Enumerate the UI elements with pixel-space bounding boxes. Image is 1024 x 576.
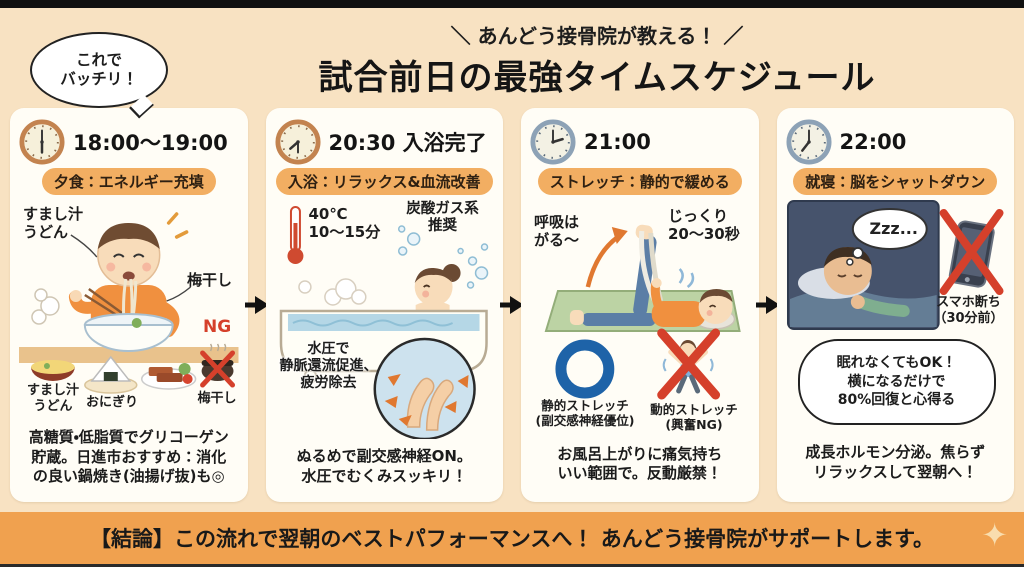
label-breathing: 呼吸は がる〜 [534, 213, 580, 249]
panel-sleep: 22:00 就寝：脳をシャットダウン [776, 108, 1014, 502]
panel-caption: ぬるめで副交感神経ON。 水圧でむくみスッキリ！ [296, 447, 472, 485]
label-ng: NG [203, 317, 232, 337]
step-arrow [755, 108, 780, 502]
label-soup-udon: すまし汁 うどん [23, 205, 84, 241]
header-tagline: ＼ あんどう接骨院が教える！ ／ [450, 24, 744, 48]
boy-sleeping-drawing [786, 200, 1004, 330]
bath-illustration: 40℃ 10〜15分 炭酸ガス系 推奨 水圧で 静脈還流促進、 疲労除去 [275, 199, 495, 439]
label-umeboshi: 梅干し [187, 271, 233, 289]
panel-badge: ストレッチ：静的で緩める [537, 168, 742, 195]
page-title: 試合前日の最強タイムスケジュール [318, 58, 876, 98]
label-no-smartphone: スマホ断ち （30分前） [933, 295, 1004, 326]
breathe-arrow-icon [585, 235, 620, 288]
panel-caption: お風呂上がりに痛気持ち いい範囲で。反動厳禁！ [557, 444, 723, 483]
panel-caption: 成長ホルモン分泌。焦らず リラックスして翌朝へ！ [805, 443, 986, 481]
label-dynamic-stretch: 動的ストレッチ (興奮NG) [650, 402, 738, 432]
panel-caption: 高糖質・低脂質でグリコーゲン 貯蔵。日進市おすすめ：消化 の良い鍋焼き(油揚げ抜… [28, 428, 229, 486]
arrow-right-icon [755, 296, 780, 314]
food-label-umeboshi: 梅干し [197, 391, 237, 406]
panel-badge: 就寝：脳をシャットダウン [793, 168, 998, 195]
footer-banner: 【結論】この流れで翌朝のベストパフォーマンスへ！ あんどう接骨院がサポートします… [0, 512, 1024, 564]
letterbox-bottom [0, 564, 1024, 567]
label-temperature: 40℃ 10〜15分 [308, 205, 381, 241]
stretch-illustration: 呼吸は がる〜 じっくり 20〜30秒 静的ストレッチ (副交感神経優位) 動的… [530, 199, 750, 434]
boy-eating-noodles-drawing [19, 212, 239, 394]
food-label-onigiri: おにぎり [85, 395, 138, 410]
woman-in-bathtub-drawing [279, 206, 488, 439]
label-carbonate: 炭酸ガス系 推奨 [406, 201, 479, 235]
panel-bath-time-row: 20:30 入浴完了 [274, 116, 495, 168]
person-stretching-drawing [544, 224, 741, 400]
dinner-illustration: すまし汁 うどん 梅干し NG すまし汁 うどん おにぎり 梅干し [19, 199, 239, 421]
panel-time: 18:00〜19:00 [73, 131, 228, 155]
arrow-right-icon [500, 296, 524, 314]
ng-cross-icon [657, 328, 721, 400]
infographic: これで バッチリ！ ＼ あんどう接骨院が教える！ ／ 試合前日の最強タイムスケジ… [0, 8, 1024, 564]
food-label-soup-udon: すまし汁 うどん [26, 383, 79, 414]
letterbox-top [0, 0, 1024, 8]
label-water-pressure: 水圧で 静脈還流促進、 疲労除去 [279, 341, 378, 391]
label-zzz: Zzz... [869, 219, 918, 238]
panel-time: 21:00 [584, 130, 651, 154]
arrow-right-icon [244, 296, 269, 314]
sleep-illustration: Zzz... スマホ断ち （30分前） 眠れなくてもOK！ 横になるだけで 80… [786, 199, 1006, 431]
clock-icon [19, 119, 65, 165]
panel-time: 22:00 [839, 130, 907, 154]
label-static-stretch: 静的ストレッチ (副交感神経優位) [535, 398, 635, 428]
header-titles: ＼ あんどう接骨院が教える！ ／ 試合前日の最強タイムスケジュール [175, 20, 1019, 99]
ok-circle-icon [555, 339, 615, 399]
panel-time: 20:30 入浴完了 [328, 131, 487, 155]
step-arrow [244, 108, 269, 502]
panel-badge: 夕食：エネルギー充填 [41, 168, 216, 195]
panel-stretch-time-row: 21:00 [530, 116, 750, 168]
clock-icon [785, 119, 832, 165]
ng-cross-icon [939, 209, 1004, 295]
panel-sleep-time-row: 22:00 [785, 116, 1006, 168]
panel-dinner-time-row: 18:00〜19:00 [19, 116, 239, 168]
clock-icon [274, 119, 321, 165]
clock-icon [530, 119, 576, 165]
sparkle-icon: ✦ [981, 516, 1008, 554]
ng-cross-icon [200, 350, 236, 388]
speech-bubble-text: これで バッチリ！ [60, 50, 138, 88]
zzz-bubble [851, 208, 928, 250]
header: これで バッチリ！ ＼ あんどう接骨院が教える！ ／ 試合前日の最強タイムスケジ… [0, 8, 1024, 108]
panel-bath: 20:30 入浴完了 入浴：リラックス&血流改善 [265, 108, 503, 502]
panel-dinner: 18:00〜19:00 夕食：エネルギー充填 [10, 108, 248, 502]
speech-bubble: これで バッチリ！ [30, 32, 168, 108]
timeline-panels: 18:00〜19:00 夕食：エネルギー充填 [0, 108, 1024, 502]
footer-text: 【結論】この流れで翌朝のベストパフォーマンスへ！ あんどう接骨院がサポートします… [90, 527, 934, 551]
panel-badge: 入浴：リラックス&血流改善 [275, 168, 493, 195]
step-arrow [500, 108, 524, 502]
thought-cloud: 眠れなくてもOK！ 横になるだけで 80%回復と心得る [797, 339, 996, 425]
panel-stretch: 21:00 ストレッチ：静的で緩める [521, 108, 759, 502]
label-duration: じっくり 20〜30秒 [668, 207, 740, 243]
